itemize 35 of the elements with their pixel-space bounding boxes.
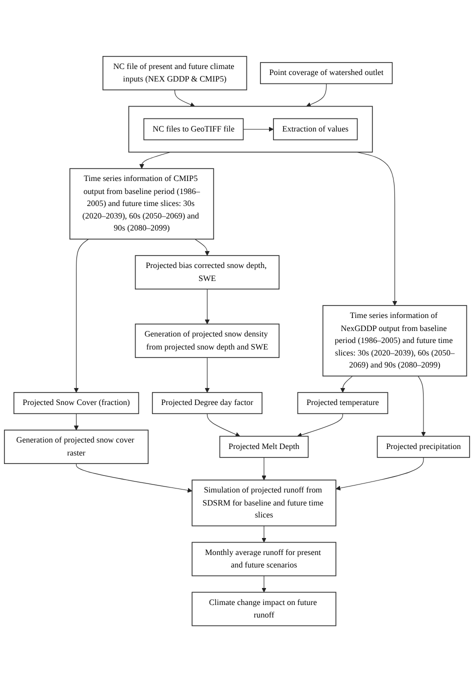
cluster bbox=[128, 106, 373, 153]
node-box: Climate change impact on future runoff bbox=[192, 592, 336, 627]
arrow bbox=[242, 127, 274, 132]
arrow bbox=[262, 458, 266, 481]
arrow bbox=[262, 526, 266, 543]
node-box: Generation of projected snow cover raster bbox=[4, 430, 149, 464]
arrow bbox=[74, 414, 79, 431]
node-box: Projected Snow Cover (fraction) bbox=[13, 392, 140, 414]
node-box: Simulation of projected runoff from SDSRM for baseline and future time slices bbox=[192, 480, 336, 527]
node-box: NC file of present and future climate inputs (NEX GDDP & CMIP5) bbox=[102, 56, 248, 91]
node-box: Point coverage of watershed outlet bbox=[260, 62, 393, 85]
arrow bbox=[204, 358, 210, 394]
arrow bbox=[418, 376, 426, 437]
node-box: Projected Melt Depth bbox=[219, 436, 309, 458]
arrow bbox=[76, 464, 192, 494]
node-box: NC files to GeoTIFF file bbox=[143, 118, 244, 141]
node-box: Time series information of CMIP5 output from baseline period (1986–2005) and future time slices: 30s (2020–2039), 60s (2050–2069) and 90s (2080–2099) bbox=[69, 168, 214, 240]
node-box: Extraction of values bbox=[273, 118, 358, 141]
arrow bbox=[306, 84, 327, 108]
node-box: Projected temperature bbox=[297, 392, 388, 414]
node-box: Generation of projected snow density from projected snow depth and SWE bbox=[134, 324, 280, 358]
arrow bbox=[194, 239, 210, 256]
node-box: Projected Degree day factor bbox=[152, 392, 262, 414]
arrow bbox=[297, 414, 343, 438]
arrow bbox=[340, 376, 353, 394]
node-box: Monthly average runoff for present and future scenarios bbox=[192, 542, 336, 577]
arrow bbox=[74, 239, 89, 394]
node-box: Projected bias corrected snow depth, SWE bbox=[134, 256, 280, 290]
arrow bbox=[206, 414, 240, 438]
arrow bbox=[204, 289, 210, 325]
arrow bbox=[262, 576, 266, 593]
arrow bbox=[336, 458, 424, 491]
node-box: Projected precipitation bbox=[376, 436, 470, 458]
arrow bbox=[174, 90, 196, 108]
node-box: Time series information of NexGDDP output from baseline period (1986–2005) and future time slices: 30s (2020–2039), 60s (2050–2069) and 90s (2080–2099) bbox=[322, 306, 468, 377]
